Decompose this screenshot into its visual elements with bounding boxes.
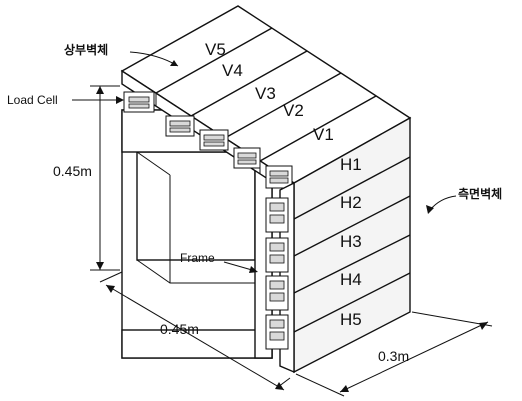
load-cell xyxy=(123,91,155,113)
width-dim-label: 0.45m xyxy=(160,321,199,337)
frame-label: Frame xyxy=(180,251,215,265)
load-cell-label: Load Cell xyxy=(7,93,58,107)
load-cell xyxy=(265,237,289,273)
frame-arrowhead xyxy=(249,266,258,273)
side-panel-divider-3 xyxy=(293,234,411,294)
top-panel-divider-4 xyxy=(259,95,377,162)
side-panel-divider-2 xyxy=(293,195,411,257)
top-panel-divider-3 xyxy=(224,72,342,139)
callouts: 상부벽체 Load Cell 측면벽체 Frame xyxy=(7,42,502,273)
top-panel-label: V2 xyxy=(283,101,304,120)
load-cell xyxy=(165,115,195,137)
side-panel-divider-1 xyxy=(293,156,411,220)
depth-dim-ext-right xyxy=(411,311,493,327)
depth-dim-label: 0.3m xyxy=(378,348,409,364)
top-panel-divider-1 xyxy=(155,27,273,94)
side-wall-arrowhead xyxy=(426,205,434,214)
load-cell xyxy=(265,197,289,233)
side-panel-label: H5 xyxy=(340,310,362,329)
top-panel-divider-2 xyxy=(190,50,308,117)
load-cells-top xyxy=(123,91,293,189)
frame-opening xyxy=(136,151,256,261)
load-cell xyxy=(265,314,289,350)
side-wall-label: 측면벽체 xyxy=(458,186,502,201)
side-panel-divider-4 xyxy=(293,272,411,333)
width-dim-line xyxy=(105,284,285,391)
frame-inner-edge xyxy=(136,151,171,176)
top-panel-label: V4 xyxy=(222,61,243,80)
frame-bottom-rail xyxy=(121,329,273,359)
load-cell xyxy=(233,147,261,169)
load-cell xyxy=(199,129,229,151)
depth-dim-ext-left xyxy=(295,373,345,397)
side-panel-label: H4 xyxy=(340,270,362,289)
side-panel-label: H3 xyxy=(340,232,362,251)
load-cells-side xyxy=(265,197,289,350)
top-wall-arrowhead xyxy=(170,60,178,66)
load-cell xyxy=(265,165,293,189)
height-dim-label: 0.45m xyxy=(53,163,92,179)
frame-leader xyxy=(223,261,253,271)
side-wall-leader xyxy=(429,195,457,211)
depth-dim-line xyxy=(339,321,489,393)
width-dim-tick-left xyxy=(99,271,123,283)
load-cell-arrowhead xyxy=(116,96,124,104)
top-panel-label: V1 xyxy=(313,125,334,144)
dimensions: 0.45m 0.45m 0.3m xyxy=(53,85,493,397)
side-panel-label: H1 xyxy=(340,155,362,174)
side-panel-label: H2 xyxy=(340,193,362,212)
load-cell xyxy=(265,275,289,311)
top-panel-label: V3 xyxy=(255,84,276,103)
top-panel-label: V5 xyxy=(205,40,226,59)
top-wall-label: 상부벽체 xyxy=(64,42,108,57)
